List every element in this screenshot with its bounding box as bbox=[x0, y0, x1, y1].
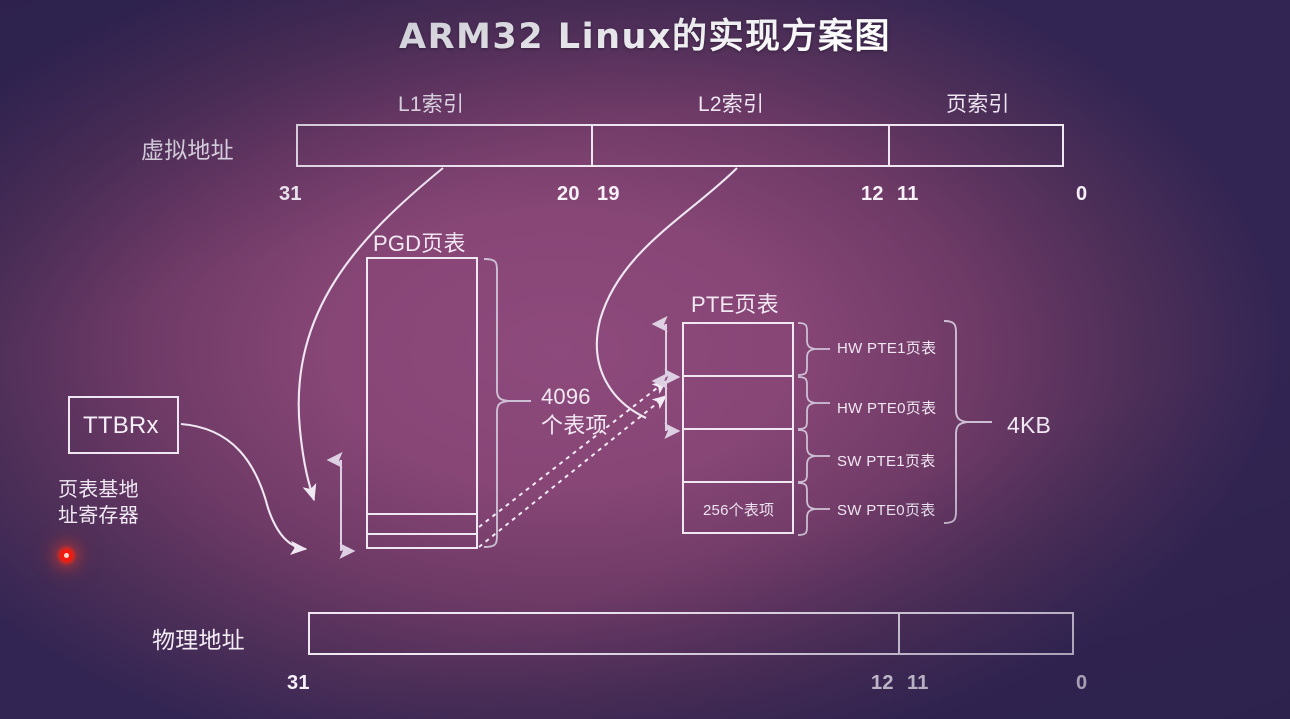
physical-address-label: 物理地址 bbox=[152, 627, 245, 653]
ttbrx-description-line2: 址寄存器 bbox=[58, 505, 139, 527]
arrow-ttbrx-to-pgd-base bbox=[180, 422, 308, 556]
va-bit-11: 11 bbox=[897, 183, 919, 205]
pgd-entry-count-line2: 个表项 bbox=[541, 413, 608, 438]
pte-row-divider-2 bbox=[682, 428, 794, 430]
ttbrx-register-box bbox=[68, 396, 179, 454]
pa-bit-0: 0 bbox=[1076, 672, 1088, 694]
va-bit-19: 19 bbox=[597, 183, 620, 205]
pte-row-label-sw-pte0: SW PTE0页表 bbox=[837, 502, 936, 519]
va-bit-20: 20 bbox=[557, 183, 580, 205]
va-divider-l1-l2 bbox=[591, 124, 593, 167]
va-bit-31: 31 bbox=[279, 183, 302, 205]
pa-bit-31: 31 bbox=[287, 672, 310, 694]
pgd-title: PGD页表 bbox=[373, 231, 466, 256]
pgd-table bbox=[366, 257, 478, 549]
brace-pte-row-4 bbox=[797, 482, 816, 536]
pte-row-label-hw-pte0: HW PTE0页表 bbox=[837, 400, 937, 417]
va-bit-12: 12 bbox=[861, 183, 884, 205]
pte-row-divider-3 bbox=[682, 481, 794, 483]
va-segment-label-l2: L2索引 bbox=[698, 93, 765, 116]
pgd-row-divider-1 bbox=[366, 513, 478, 515]
dotted-arrow-pgd-to-pte-1 bbox=[478, 380, 667, 528]
brace-pte-total-4kb bbox=[943, 320, 968, 524]
va-segment-label-l1: L1索引 bbox=[398, 93, 465, 116]
pgd-entry-count-line1: 4096 bbox=[541, 384, 591, 409]
virtual-address-label: 虚拟地址 bbox=[141, 137, 234, 163]
pte-row-note-sw-pte0: 256个表项 bbox=[703, 502, 775, 519]
dotted-arrow-pgd-to-pte-2 bbox=[478, 395, 667, 548]
pte-total-size-label: 4KB bbox=[1007, 412, 1052, 438]
pa-bit-11: 11 bbox=[907, 672, 929, 694]
brace-pte-row-2 bbox=[797, 376, 816, 430]
ttbrx-register-label: TTBRx bbox=[83, 412, 159, 439]
brace-pte-row-3 bbox=[797, 429, 816, 483]
va-divider-l2-page bbox=[888, 124, 890, 167]
brace-pte-row-1 bbox=[797, 322, 816, 376]
pa-bit-12: 12 bbox=[871, 672, 894, 694]
pa-divider-12-11 bbox=[898, 612, 900, 655]
pte-row-label-hw-pte1: HW PTE1页表 bbox=[837, 340, 937, 357]
virtual-address-bar bbox=[296, 124, 1064, 167]
physical-address-bar bbox=[308, 612, 1074, 655]
brace-pgd-entries bbox=[483, 258, 509, 548]
pte-title: PTE页表 bbox=[691, 292, 779, 317]
va-bit-0: 0 bbox=[1076, 183, 1088, 205]
pte-row-divider-1 bbox=[682, 375, 794, 377]
arrow-l1-to-pgd-top bbox=[297, 167, 444, 502]
va-segment-label-page: 页索引 bbox=[946, 93, 1010, 116]
page-title: ARM32 Linux的实现方案图 bbox=[399, 17, 891, 57]
recording-indicator-dot bbox=[60, 549, 73, 562]
pgd-row-divider-2 bbox=[366, 533, 478, 535]
arrow-l2-to-pte bbox=[595, 167, 738, 419]
pte-row-label-sw-pte1: SW PTE1页表 bbox=[837, 453, 936, 470]
ttbrx-description-line1: 页表基地 bbox=[58, 479, 139, 501]
